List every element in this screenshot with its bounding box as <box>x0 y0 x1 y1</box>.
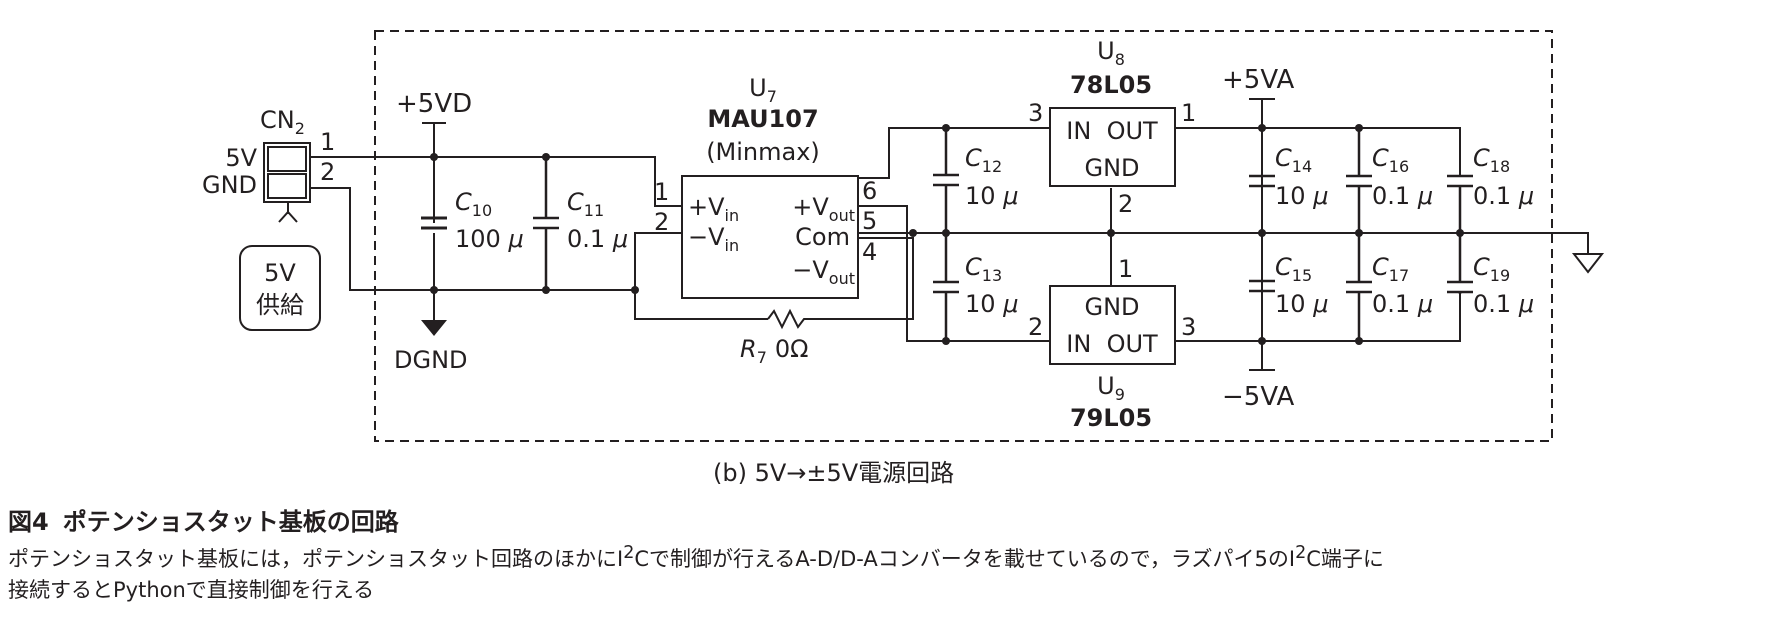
svg-text:0.1 μ: 0.1 μ <box>1372 182 1433 210</box>
svg-text:C11: C11 <box>567 188 604 220</box>
svg-text:3: 3 <box>1181 313 1196 341</box>
capacitor-c16: C16 0.1 μ <box>1372 144 1433 210</box>
figure-number: 図4 <box>8 508 49 536</box>
svg-text:0.1 μ: 0.1 μ <box>1473 182 1534 210</box>
capacitor-c14: C14 10 μ <box>1249 144 1328 210</box>
capacitor-c13: C13 10 μ <box>965 253 1018 318</box>
svg-text:1: 1 <box>1181 99 1196 127</box>
capacitor-c18: C18 0.1 μ <box>1473 144 1534 210</box>
svg-text:3: 3 <box>1028 99 1043 127</box>
board-boundary <box>374 30 1553 442</box>
svg-text:2: 2 <box>320 158 335 186</box>
power-supply-schematic: CN2 5V GND 1 2 5V 供給 <box>202 30 1605 487</box>
svg-text:C14: C14 <box>1275 144 1312 176</box>
svg-text:C12: C12 <box>965 144 1002 176</box>
svg-text:0.1 μ: 0.1 μ <box>1372 290 1433 318</box>
capacitor-c19: C19 0.1 μ <box>1473 253 1534 318</box>
svg-text:供給: 供給 <box>256 291 304 319</box>
cn2-5v-label: 5V <box>225 144 257 172</box>
svg-text:IN OUT: IN OUT <box>1066 330 1158 358</box>
svg-text:5V: 5V <box>264 259 296 287</box>
rail-dgnd: DGND <box>394 346 468 374</box>
figure-description-line2: 接続するとPythonで直接制御を行える <box>8 578 375 602</box>
u8-part-number: 78L05 <box>1070 71 1152 99</box>
svg-text:4: 4 <box>862 238 877 266</box>
figure-title-text: ポテンショスタット基板の回路 <box>62 508 399 536</box>
svg-text:C17: C17 <box>1372 253 1409 285</box>
svg-text:GND: GND <box>1084 293 1139 321</box>
svg-text:C18: C18 <box>1473 144 1510 176</box>
svg-text:−Vin: −Vin <box>688 223 739 255</box>
u7-dc-dc-converter: U7 MAU107 (Minmax) +Vin −Vin +Vout Com −… <box>654 74 877 299</box>
u7-part-number: MAU107 <box>707 105 818 133</box>
rail-minus-5va: −5VA <box>1222 382 1294 412</box>
svg-text:U8: U8 <box>1097 37 1125 69</box>
svg-text:+Vin: +Vin <box>688 193 739 225</box>
svg-text:IN OUT: IN OUT <box>1066 117 1158 145</box>
cn2-gnd-label: GND <box>202 171 257 199</box>
figure-caption: 図4 ポテンショスタット基板の回路 ポテンショスタット基板には，ポテンショスタット… <box>8 506 1768 606</box>
svg-text:0.1 μ: 0.1 μ <box>1473 290 1534 318</box>
svg-text:0.1 μ: 0.1 μ <box>567 225 628 253</box>
svg-text:U9: U9 <box>1097 372 1125 404</box>
wires <box>310 98 1605 371</box>
svg-text:5: 5 <box>862 207 877 235</box>
svg-text:2: 2 <box>654 208 669 236</box>
svg-text:2: 2 <box>1028 313 1043 341</box>
svg-text:C10: C10 <box>455 188 492 220</box>
capacitor-c12: C12 10 μ <box>965 144 1018 210</box>
svg-text:10 μ: 10 μ <box>1275 182 1328 210</box>
capacitor-c15: C15 10 μ <box>1275 253 1328 318</box>
dgnd-arrow <box>421 320 447 336</box>
subcaption: (b) 5V→±5V電源回路 <box>713 459 954 487</box>
svg-text:CN2: CN2 <box>260 106 305 138</box>
svg-text:2: 2 <box>1118 190 1133 218</box>
svg-text:10 μ: 10 μ <box>1275 290 1328 318</box>
svg-text:(Minmax): (Minmax) <box>706 138 820 166</box>
rail-plus-5va: +5VA <box>1222 65 1294 95</box>
svg-text:10 μ: 10 μ <box>965 290 1018 318</box>
svg-text:C13: C13 <box>965 253 1002 285</box>
svg-text:1: 1 <box>1118 255 1133 283</box>
svg-text:U7: U7 <box>749 74 777 106</box>
svg-text:10 μ: 10 μ <box>965 182 1018 210</box>
rail-plus-5vd: +5VD <box>396 89 472 119</box>
figure-description: ポテンショスタット基板には，ポテンショスタット回路のほかにI2Cで制御が行えるA… <box>8 543 1384 571</box>
svg-text:C16: C16 <box>1372 144 1409 176</box>
svg-text:Com: Com <box>795 223 850 251</box>
svg-text:C19: C19 <box>1473 253 1510 285</box>
svg-text:GND: GND <box>1084 154 1139 182</box>
capacitor-c10: C10 100 μ <box>421 188 524 253</box>
capacitor-c11: C11 0.1 μ <box>567 188 628 253</box>
svg-text:100 μ: 100 μ <box>455 225 524 253</box>
svg-text:+Vout: +Vout <box>792 193 855 225</box>
figure-title: 図4 ポテンショスタット基板の回路 <box>8 506 1768 538</box>
svg-text:C15: C15 <box>1275 253 1312 285</box>
u9-regulator: GND IN OUT U9 79L05 1 2 3 <box>1028 255 1196 432</box>
rail-labels: +5VD DGND +5VA −5VA <box>394 65 1294 412</box>
svg-text:6: 6 <box>862 177 877 205</box>
connector-cn2: CN2 5V GND 1 2 5V 供給 <box>202 106 335 331</box>
capacitor-c17: C17 0.1 μ <box>1372 253 1433 318</box>
svg-text:−Vout: −Vout <box>792 256 855 288</box>
svg-text:1: 1 <box>654 178 669 206</box>
capacitor-bodies <box>533 128 1473 341</box>
u8-regulator: U8 78L05 IN OUT GND 3 1 2 <box>1028 37 1196 218</box>
u9-part-number: 79L05 <box>1070 404 1152 432</box>
svg-text:1: 1 <box>320 128 335 156</box>
